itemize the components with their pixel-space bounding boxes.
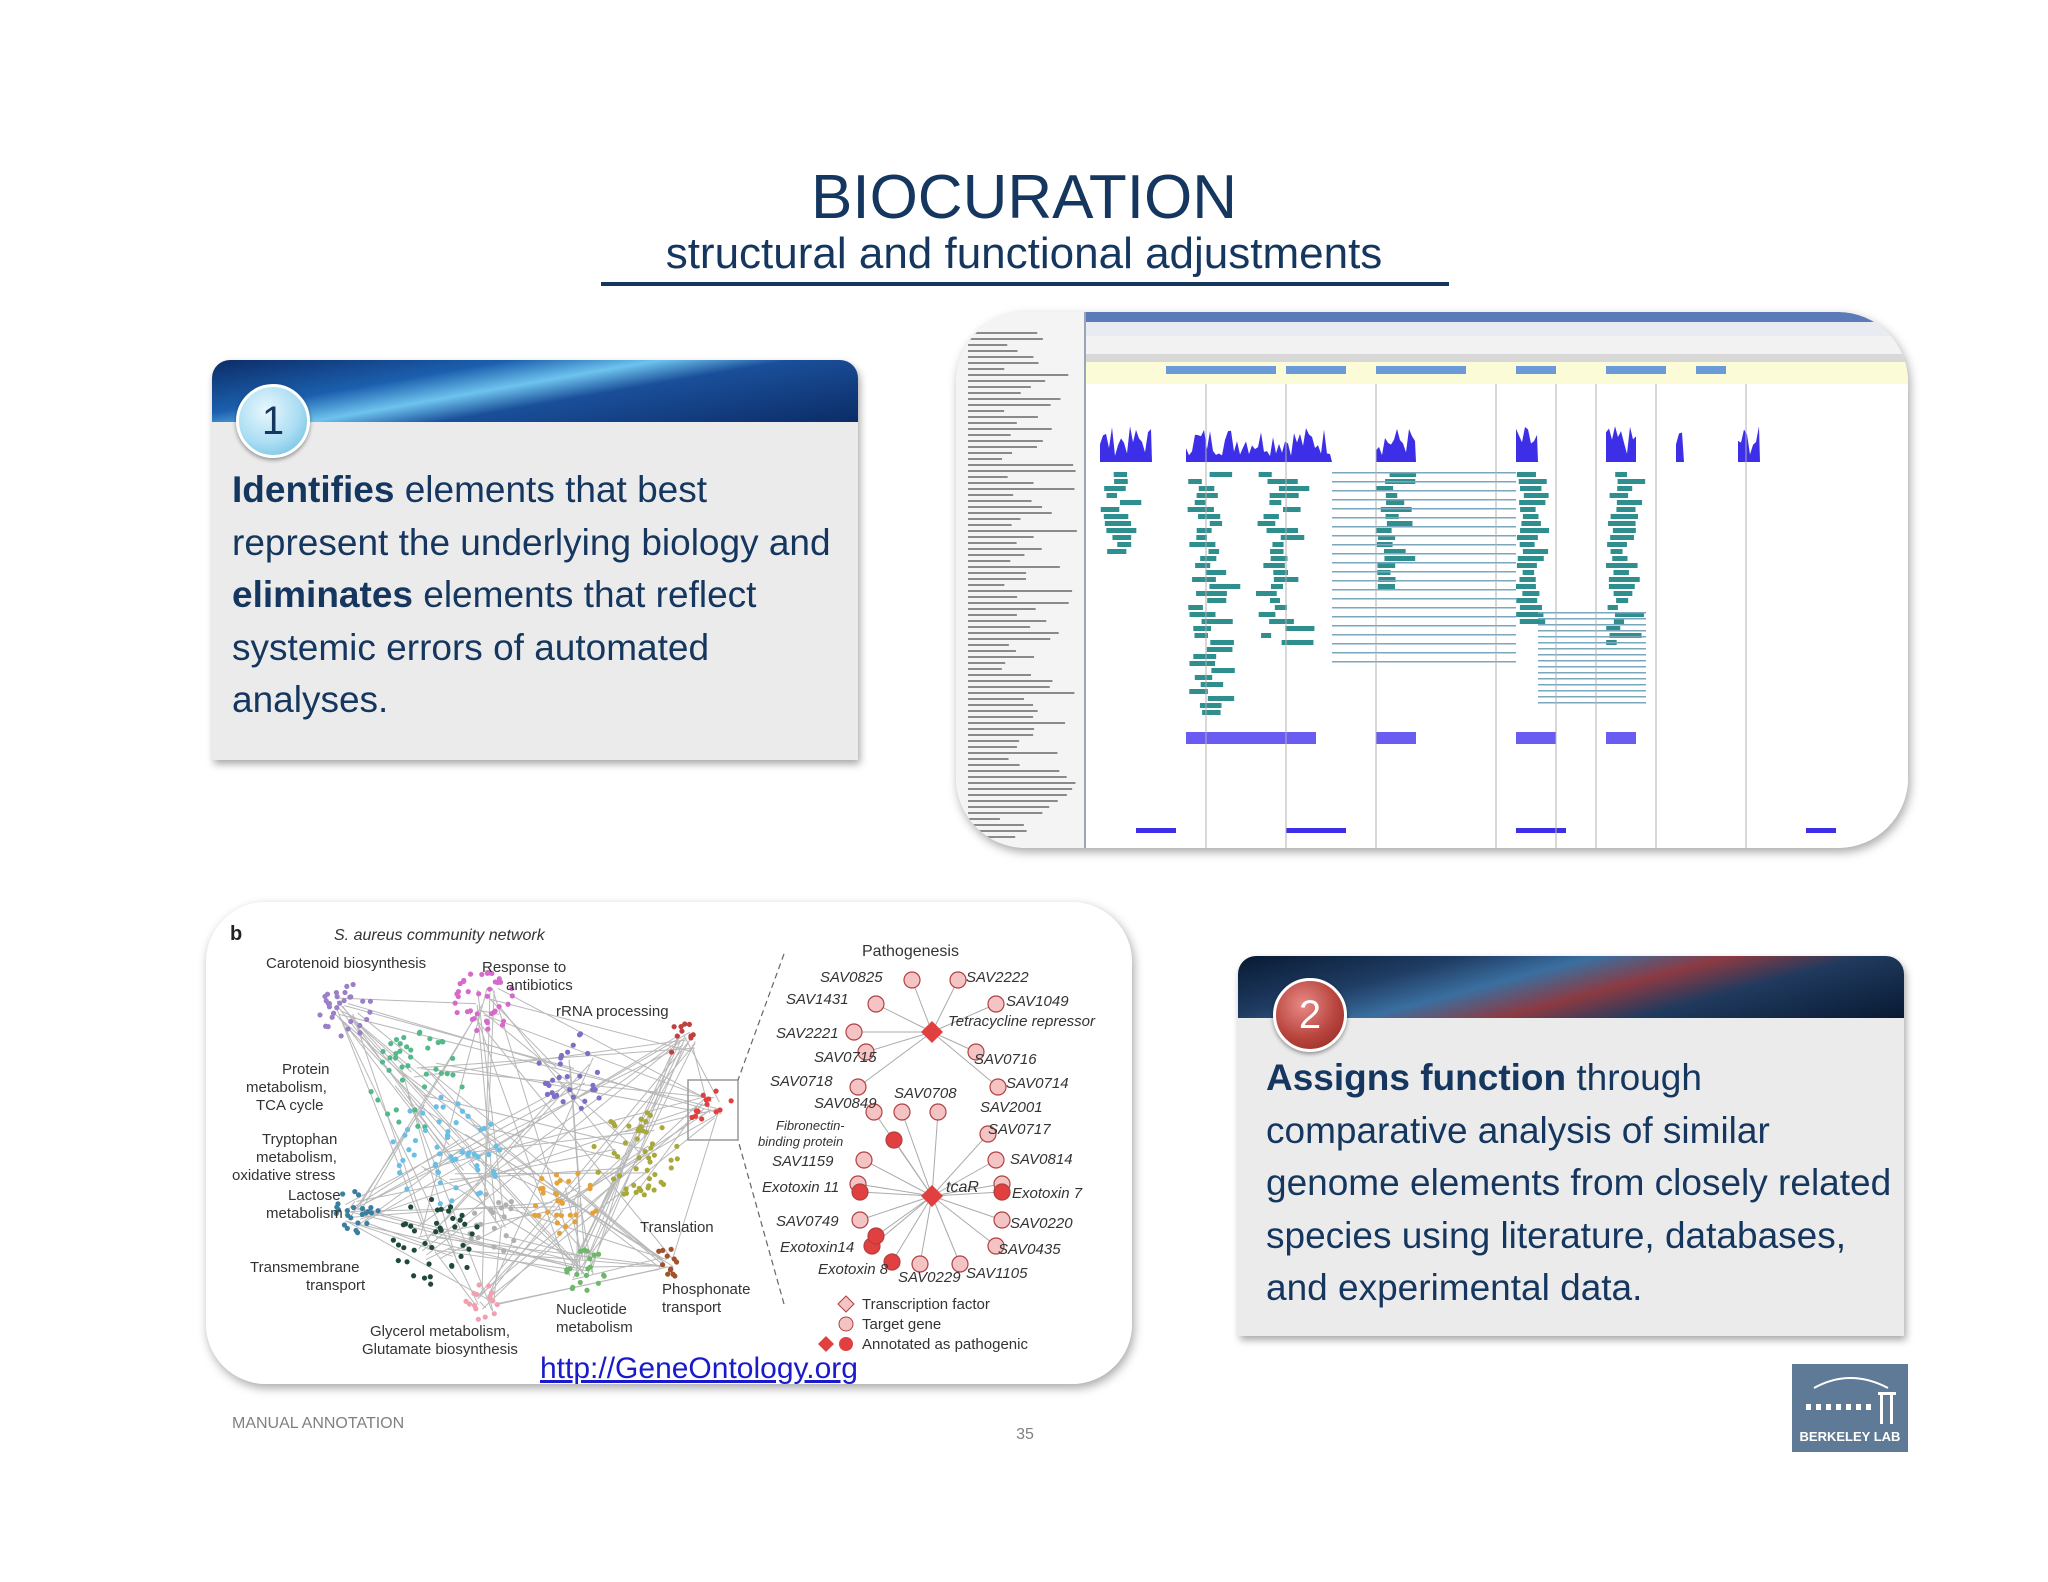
label-nucleotide-2: metabolism [556,1319,633,1336]
legend-annotated-pathogenic: Annotated as pathogenic [862,1336,1028,1353]
gene-label: SAV0708 [894,1085,957,1102]
label-tetracycline: Tetracycline repressor [948,1013,1096,1030]
label-phosphonate-1: Phosphonate [662,1281,750,1298]
label-response-1: Response to [482,959,566,976]
network-diagram: b S. aureus community network Carotenoid… [206,902,1132,1384]
label-lactose-2: metabolism [266,1205,343,1222]
gene-label: SAV0825 [820,969,883,986]
gene-label: SAV0749 [776,1213,839,1230]
label-protein-2: metabolism, [246,1079,327,1096]
card-identifies-text: Identifies elements that best represent … [232,464,852,727]
community-network-figure: b S. aureus community network Carotenoid… [206,902,1132,1384]
label-glycerol-2: Glutamate biosynthesis [362,1341,518,1358]
gene-label: SAV0717 [988,1121,1051,1138]
label-tryptophan-1: Tryptophan [262,1131,337,1148]
label-transmembrane-2: transport [306,1277,366,1294]
label-fibronectin-2: binding protein [758,1134,843,1149]
label-tryptophan-3: oxidative stress [232,1167,335,1184]
label-tcar: tcaR [946,1179,979,1196]
label-carotenoid: Carotenoid biosynthesis [266,955,426,972]
label-tryptophan-2: metabolism, [256,1149,337,1166]
geneontology-link[interactable]: http://GeneOntology.org [540,1352,858,1385]
card1-text-b: elements that reflect systemic errors of… [232,574,757,720]
legend-target-gene: Target gene [862,1316,941,1333]
gene-label: SAV0814 [1010,1151,1073,1168]
gene-label: SAV1159 [772,1153,834,1170]
gene-label: Exotoxin 11 [762,1179,839,1196]
gene-label: SAV0435 [998,1241,1061,1258]
label-nucleotide-1: Nucleotide [556,1301,627,1318]
berkeley-lab-icon [1806,1377,1896,1424]
berkeley-lab-logo-text: BERKELEY LAB [1799,1429,1901,1444]
card1-text-a: elements that best represent the underly… [232,469,831,563]
label-pathogenesis: Pathogenesis [862,943,959,960]
gene-label: SAV0229 [898,1269,961,1286]
title-underline [601,282,1449,286]
gene-label: Exotoxin 8 [818,1261,889,1278]
gene-label: SAV0716 [974,1051,1037,1068]
card2-text: through comparative analysis of similar … [1266,1057,1892,1308]
label-phosphonate-2: transport [662,1299,722,1316]
gene-label: SAV1431 [786,991,849,1008]
label-translation: Translation [640,1219,714,1236]
gene-label: SAV2221 [776,1025,839,1042]
bold-assigns-function: Assigns function [1266,1057,1567,1098]
label-protein-1: Protein [282,1061,330,1078]
gene-label: SAV0714 [1006,1075,1069,1092]
card-header-band [212,360,858,422]
label-response-2: antibiotics [506,977,573,994]
footer-section-label: MANUAL ANNOTATION [232,1415,405,1432]
bold-eliminates: eliminates [232,574,413,615]
legend-transcription-factor: Transcription factor [862,1296,990,1313]
page-number: 35 [1016,1426,1034,1443]
slide-title: BIOCURATION [811,163,1237,232]
genome-browser-image [956,312,1908,848]
network-legend: Transcription factor Target gene Annotat… [818,1295,1028,1353]
gene-label: SAV0715 [814,1049,877,1066]
slide-subtitle: structural and functional adjustments [665,229,1383,278]
label-rrna: rRNA processing [556,1003,669,1020]
step-number-badge: 2 [1273,978,1347,1052]
card-assigns-text: Assigns function through comparative ana… [1266,1052,1896,1315]
berkeley-lab-logo: BERKELEY LAB [1792,1364,1908,1452]
network-title: S. aureus community network [334,927,546,944]
card-identifies: Identifies elements that best represent … [212,360,858,760]
step-number-badge: 1 [236,384,310,458]
panel-letter: b [230,923,242,945]
gene-label: SAV0220 [1010,1215,1073,1232]
label-lactose-1: Lactose [288,1187,341,1204]
gene-label: SAV2222 [966,969,1029,986]
gene-label: Exotoxin 7 [1012,1185,1083,1202]
card-assigns-function: 2 Assigns function through comparative a… [1238,956,1904,1336]
gene-label: SAV1049 [1006,993,1069,1010]
gene-label: SAV0849 [814,1095,877,1112]
label-fibronectin-1: Fibronectin- [776,1118,845,1133]
gene-label: Exotoxin14 [780,1239,854,1256]
card-header-band [1238,956,1904,1018]
genome-browser-screenshot [956,312,1908,848]
label-glycerol-1: Glycerol metabolism, [370,1323,510,1340]
gene-label: SAV1105 [966,1265,1028,1282]
gene-label: SAV0718 [770,1073,833,1090]
label-transmembrane-1: Transmembrane [250,1259,359,1276]
label-protein-3: TCA cycle [256,1097,324,1114]
gene-label: SAV2001 [980,1099,1043,1116]
bold-identifies: Identifies [232,469,395,510]
